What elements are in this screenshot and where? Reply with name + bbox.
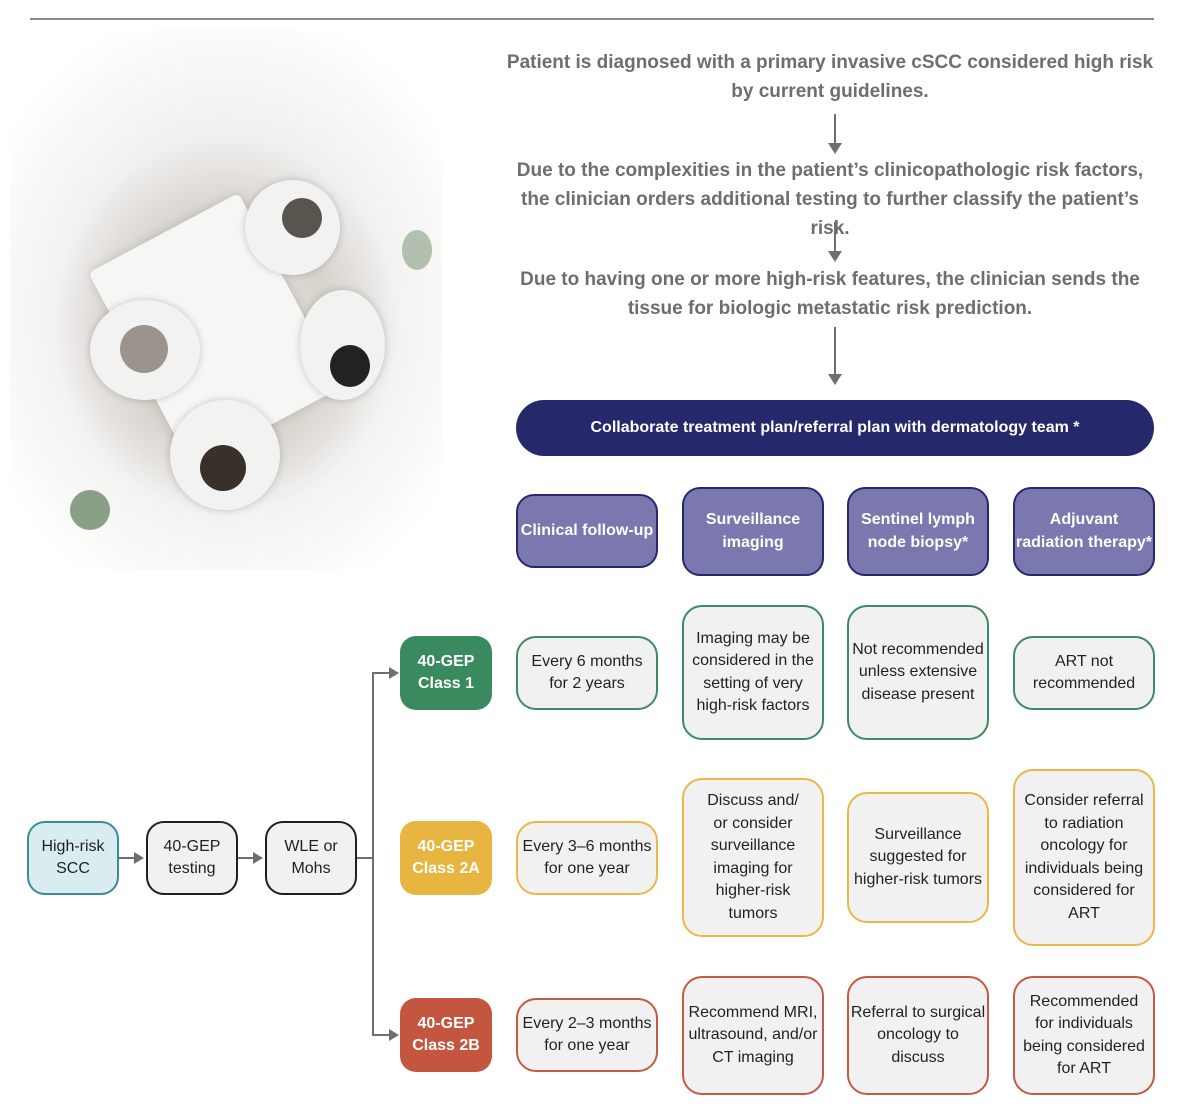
class-2a-surveillance-cell: Discuss and/ or consider surveillance im… (682, 778, 824, 937)
collaborate-banner: Collaborate treatment plan/referral plan… (516, 400, 1154, 456)
flow-step-2: Due to the complexities in the patient’s… (516, 160, 1144, 239)
class-1-adjuvant-cell: ART not recommended (1013, 636, 1155, 710)
photo-head-1 (282, 198, 322, 238)
class-2a-badge: 40-GEP Class 2A (400, 821, 492, 895)
header-clinical-follow-up: Clinical follow-up (516, 494, 658, 568)
class-2b-sentinel-cell: Referral to surgical oncology to discuss (847, 976, 989, 1095)
photo-head-3 (330, 345, 370, 387)
connector-2 (238, 857, 254, 859)
node-40-gep-testing: 40-GEP testing (146, 821, 238, 895)
class-2b-clinical-cell: Every 2–3 months for one year (516, 998, 658, 1072)
photo-plant (70, 490, 110, 530)
branch-class-2b (372, 1034, 390, 1036)
photo-head-2 (120, 325, 168, 373)
header-adjuvant-radiation-therapy: Adjuvant radiation therapy* (1013, 487, 1155, 576)
class-2b-adjuvant-cell: Recommended for individuals being consid… (1013, 976, 1155, 1095)
flow-arrow-3 (828, 327, 842, 385)
class-2b-surveillance-cell: Recommend MRI, ultrasound, and/or CT ima… (682, 976, 824, 1095)
class-1-sentinel-cell: Not recommended unless extensive disease… (847, 605, 989, 740)
arrowhead-1 (134, 852, 144, 864)
class-1-surveillance-cell: Imaging may be considered in the setting… (682, 605, 824, 740)
class-1-badge: 40-GEP Class 1 (400, 636, 492, 710)
photo-plant-2 (402, 230, 432, 270)
branch-class-1 (372, 672, 390, 674)
flow-step-1: Patient is diagnosed with a primary inva… (506, 52, 1154, 102)
flow-arrow-1 (828, 114, 842, 154)
class-2a-sentinel-cell: Surveillance suggested for higher-risk t… (847, 792, 989, 923)
photo-head-4 (200, 445, 246, 491)
top-divider (30, 18, 1154, 20)
arrowhead-class-1 (389, 667, 399, 679)
class-1-clinical-cell: Every 6 months for 2 years (516, 636, 658, 710)
clinicians-meeting-photo (10, 30, 442, 570)
branch-vertical (372, 672, 374, 1036)
arrowhead-class-2b (389, 1029, 399, 1041)
arrowhead-2 (253, 852, 263, 864)
connector-1 (119, 857, 135, 859)
class-2b-badge: 40-GEP Class 2B (400, 998, 492, 1072)
class-2a-clinical-cell: Every 3–6 months for one year (516, 821, 658, 895)
node-wle-or-mohs: WLE or Mohs (265, 821, 357, 895)
class-2a-adjuvant-cell: Consider referral to radiation oncology … (1013, 769, 1155, 946)
branch-stub (357, 857, 373, 859)
header-sentinel-lymph-node-biopsy: Sentinel lymph node biopsy* (847, 487, 989, 576)
flow-step-3: Due to having one or more high-risk feat… (520, 269, 1140, 319)
header-surveillance-imaging: Surveillance imaging (682, 487, 824, 576)
node-high-risk-scc: High-risk SCC (27, 821, 119, 895)
flow-arrow-2 (828, 222, 842, 262)
